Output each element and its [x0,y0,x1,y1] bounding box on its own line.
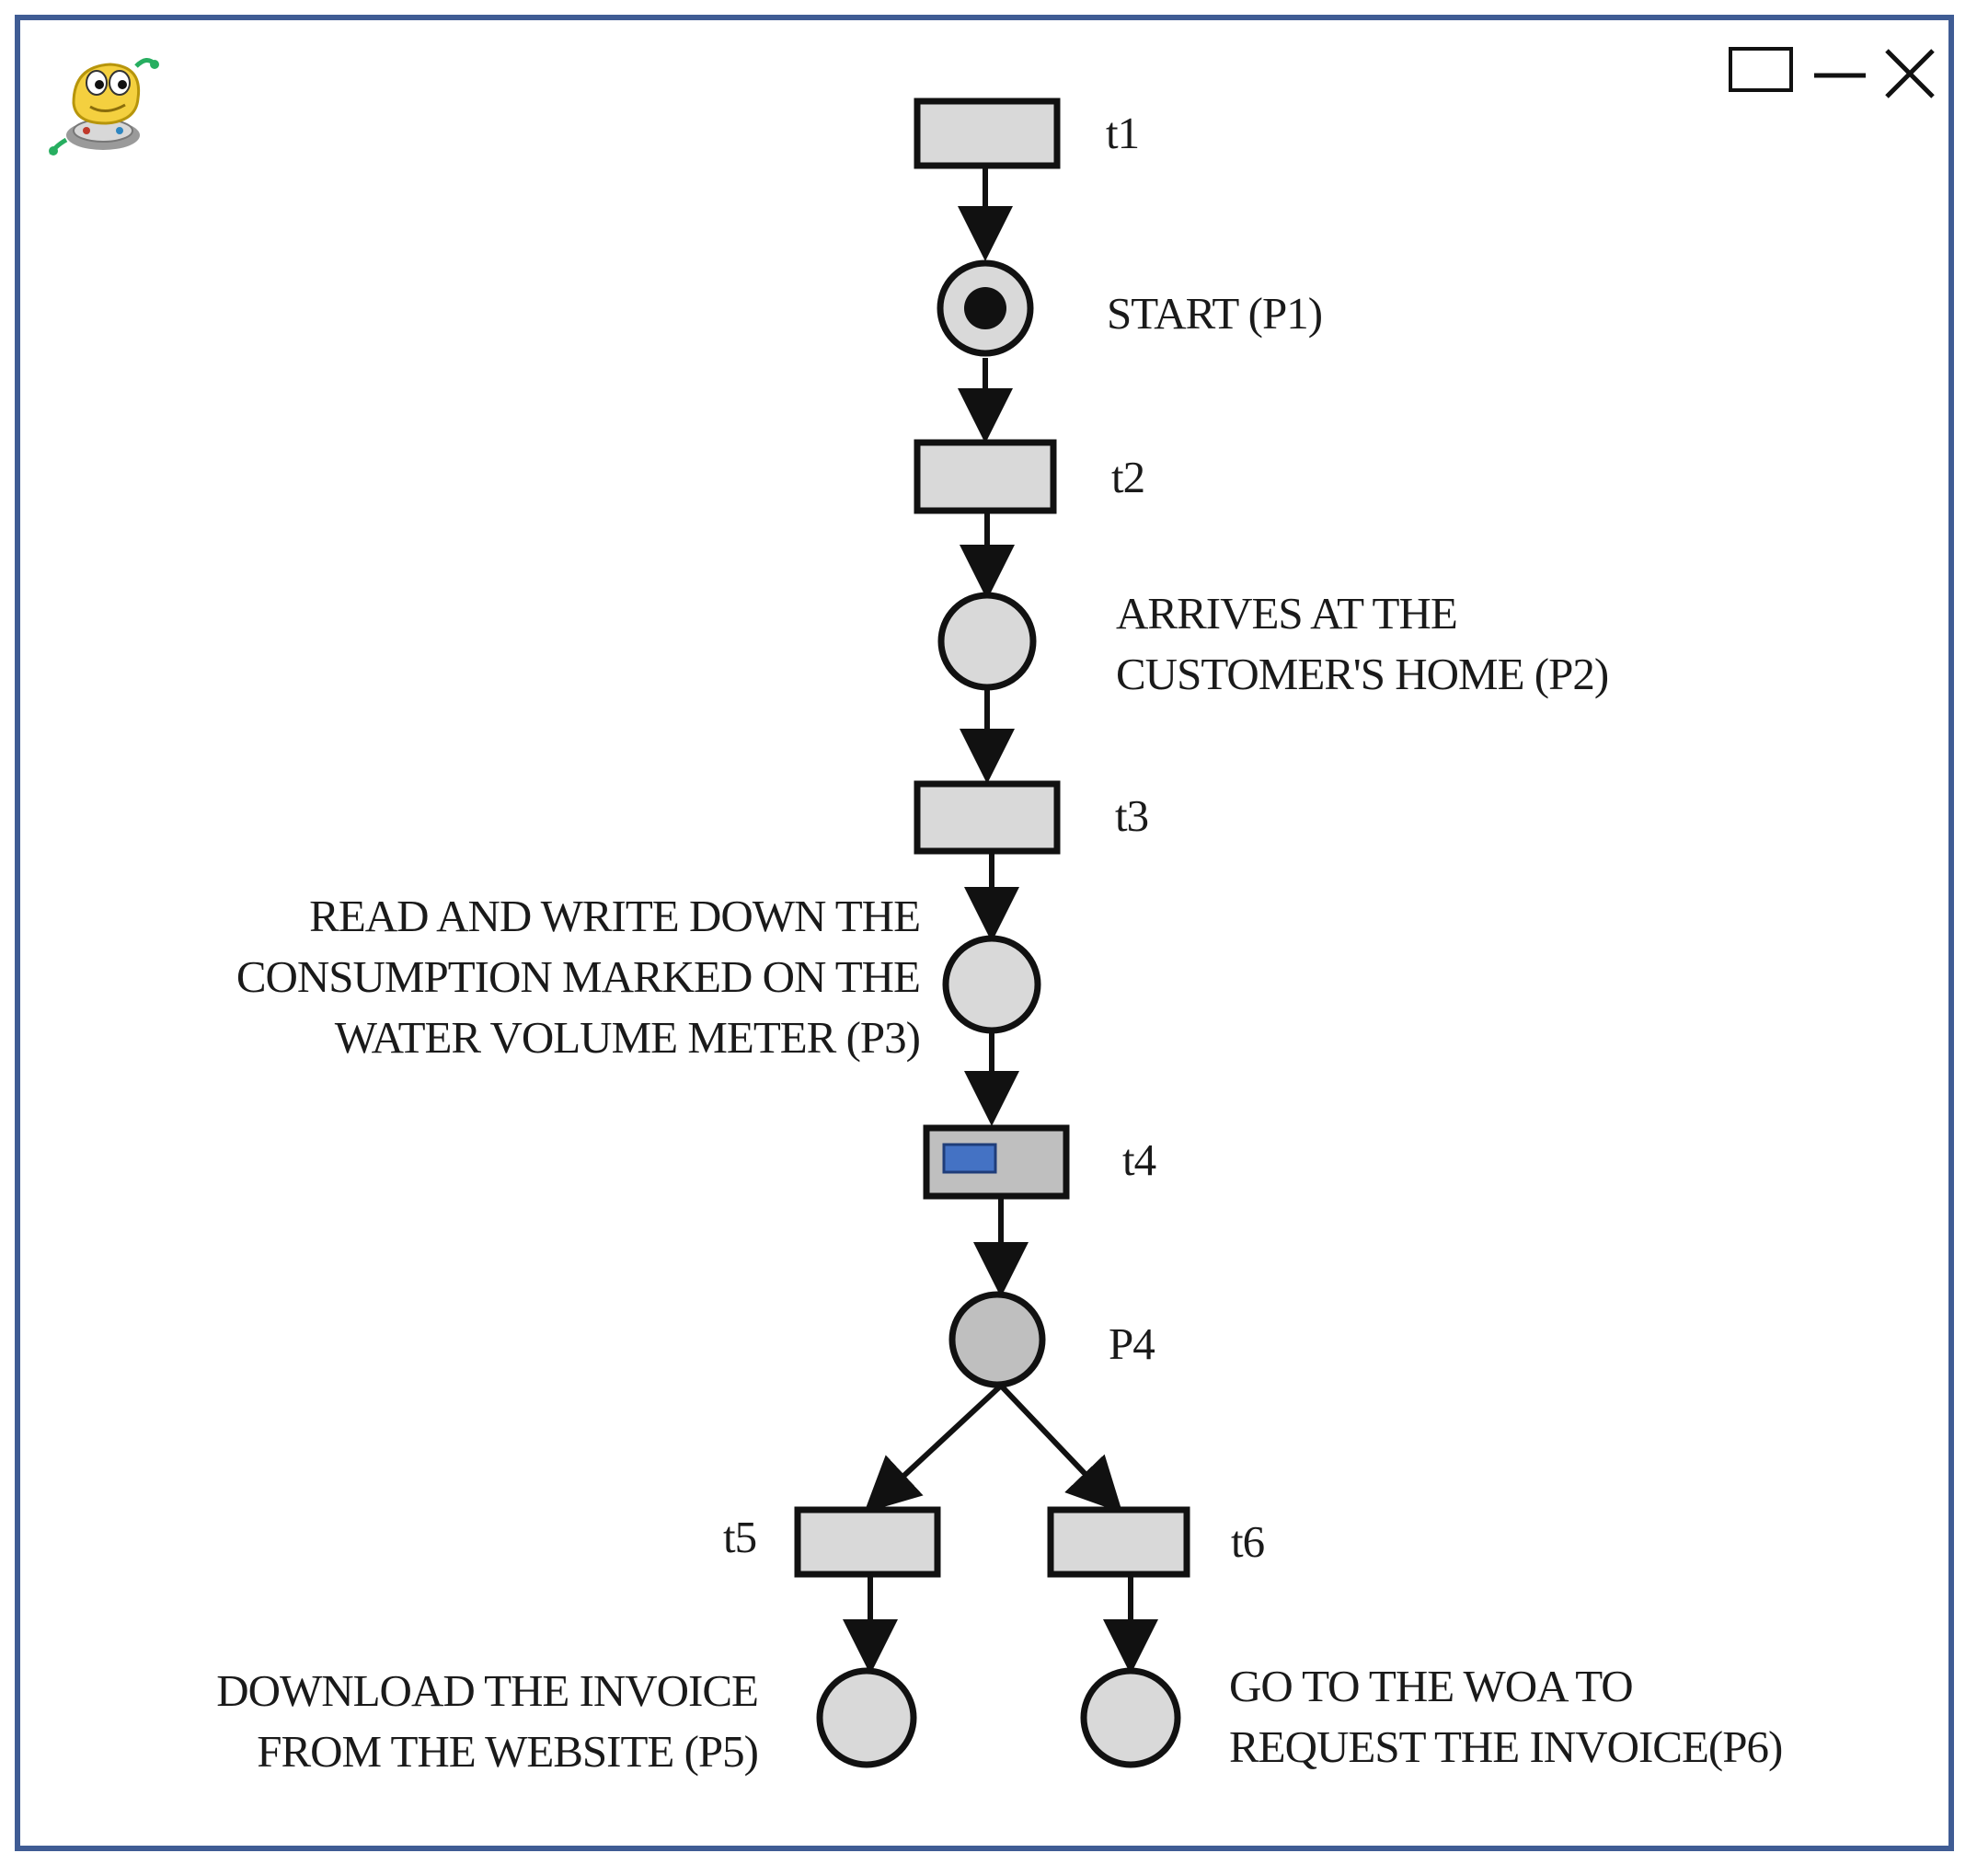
label-p3: READ AND WRITE DOWN THE CONSUMPTION MARK… [236,886,921,1068]
label-p3-line3: WATER VOLUME METER (P3) [334,1012,921,1063]
label-p5-line1: DOWNLOAD THE INVOICE [216,1665,759,1716]
snake-mascot-icon [46,48,166,158]
close-icon [1885,49,1935,98]
arc-p4-t6 [998,1383,1123,1513]
label-p6-line2: REQUEST THE INVOICE(P6) [1229,1721,1783,1772]
label-p2-line2: CUSTOMER'S HOME (P2) [1116,649,1609,699]
label-p2-line1: ARRIVES AT THE [1116,588,1458,639]
transition-t1[interactable] [914,98,1061,169]
transition-t6[interactable] [1047,1506,1190,1578]
label-p3-line1: READ AND WRITE DOWN THE [309,891,921,941]
place-p3[interactable] [942,935,1041,1034]
label-t1: t1 [1106,108,1140,158]
label-p6-line1: GO TO THE WOA TO [1229,1661,1634,1711]
label-t6: t6 [1231,1516,1265,1567]
label-t5: t5 [723,1512,757,1562]
place-p6[interactable] [1080,1667,1181,1768]
t4-enabled-marker [942,1143,997,1174]
label-p5: DOWNLOAD THE INVOICE FROM THE WEBSITE (P… [216,1661,759,1782]
close-button[interactable] [1882,46,1937,101]
label-p3-line2: CONSUMPTION MARKED ON THE [236,951,921,1002]
transition-t3[interactable] [914,780,1061,855]
label-p4: P4 [1109,1318,1155,1369]
label-p1: START (P1) [1107,288,1323,339]
place-p5[interactable] [816,1667,917,1768]
label-p2: ARRIVES AT THE CUSTOMER'S HOME (P2) [1116,583,1609,705]
place-p2[interactable] [937,592,1037,691]
place-p4[interactable] [948,1291,1046,1388]
transition-t2[interactable] [914,439,1057,514]
label-t4: t4 [1122,1134,1156,1185]
arc-p4-t5 [864,1383,1004,1513]
label-p5-line2: FROM THE WEBSITE (P5) [257,1726,759,1777]
minimize-button[interactable] [1812,70,1868,81]
maximize-icon [1729,47,1793,92]
maximize-button[interactable] [1728,46,1794,94]
label-p6: GO TO THE WOA TO REQUEST THE INVOICE(P6) [1229,1656,1783,1778]
minimize-icon [1814,73,1866,78]
label-t2: t2 [1111,452,1145,502]
token-p1 [964,287,1006,329]
label-t3: t3 [1115,790,1149,841]
transition-t5[interactable] [794,1506,941,1578]
